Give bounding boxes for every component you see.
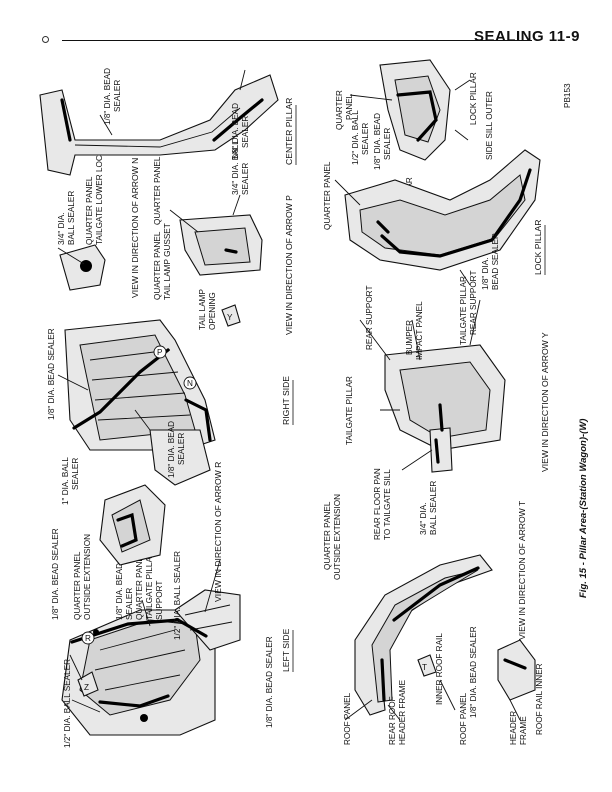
label-roof-panel-a: ROOF PANEL [343,692,352,745]
label-qp-ext-t-a: QUARTER PANEL [323,501,332,570]
label-ball-3-4-a1: 3/4" DIA. [57,213,66,246]
header-rule [62,40,532,41]
label-bead-cp-1: 1/8" DIA. BEAD [103,68,112,125]
label-qp-tail-b: TAILGATE PILLAR [145,551,154,620]
label-qp-tail-a: QUARTER PANEL [135,551,144,620]
tailgate-pillar-drawing [359,299,506,473]
label-tailgate-support-b: REAR SUPPORT [469,271,478,335]
label-bead-right-top: 1/8" DIA. BEAD SEALER [47,328,56,420]
label-rear-floor-a: REAR FLOOR PAN [373,468,382,540]
label-inner-roof-rail: INNER ROOF RAIL [435,633,444,705]
label-bead-cp-4: SEALER [241,116,250,148]
label-bead-left-top: 1/8" DIA. BEAD SEALER [51,528,60,620]
label-quarter-ext-b: OUTSIDE EXTENSION [83,534,92,620]
roof-frame-drawing: T [344,554,536,721]
label-quarter-ext-a: QUARTER PANEL [73,551,82,620]
label-rear-roof-a: REAR ROOF [388,696,397,745]
label-bead-t: 1/8" DIA. BEAD SEALER [469,626,478,718]
label-header-frame-b: FRAME [519,716,528,745]
label-bead-cp-2: SEALER [113,80,122,112]
view-arrow-y: VIEW IN DIRECTION OF ARROW Y [540,332,550,472]
label-quarter-lp-a: QUARTER [335,90,344,130]
view-right-side: RIGHT SIDE [281,376,291,425]
label-ball-1-2-a: 1/2" DIA. BALL SEALER [63,659,72,748]
view-arrow-p: VIEW IN DIRECTION OF ARROW P [284,195,294,335]
label-rear-floor-b: TO TAILGATE SILL [383,469,392,540]
label-tailgate-pillar: TAILGATE PILLAR [345,376,354,445]
label-ball-1-b: SEALER [71,458,80,490]
page-title: SEALING 11-9 [473,28,580,45]
label-rear-roof-b: HEADER FRAME [398,679,407,745]
label-header-frame-a: HEADER [509,711,518,745]
label-roof-rail-inner: ROOF RAIL INNER [535,663,544,735]
view-left-side: LEFT SIDE [281,628,291,672]
label-bead-lp-2: SEALER [383,128,392,160]
label-bead-c2: SEALER [125,588,134,620]
label-bead-c1: 1/8" DIA. BEAD [115,563,124,620]
label-bead-y-b: BEAD SEALER [491,233,500,290]
label-qp-lower-lock-b: TAILGATE LOWER LOCK [95,149,104,245]
label-qp-n: QUARTER PANEL [153,156,162,225]
arrow-letter-y: Y [227,313,233,322]
label-ball-3-4-b1: 3/4" DIA. BALL [231,140,240,195]
view-arrow-t: VIEW IN DIRECTION OF ARROW T [517,500,527,640]
label-bead-lp-1: 1/8" DIA. BEAD [373,113,382,170]
label-bead-cp-3: 1/8" DIA. BEAD [231,103,240,160]
label-qp-tail-c: SUPPORT [155,581,164,620]
label-quarter-lp-b: PANEL [345,93,354,120]
label-ball-y-b: BALL SEALER [429,481,438,535]
right-side-drawing: P N [57,319,216,486]
label-tail-lamp-a: TAIL LAMP [198,289,207,330]
label-ball-1-2-b: 1/2" DIA. BALL SEALER [173,551,182,640]
lock-pillar-drawing [349,59,471,161]
label-ball-3-4-b2: SEALER [241,163,250,195]
label-bumper-a: BUMPER [405,320,414,355]
quarter-panel-drawing [334,149,541,286]
binder-hole [42,36,49,43]
label-qp-lower-lock-a: QUARTER PANEL [85,176,94,245]
arrow-letter-r: R [85,634,91,643]
label-tail-lamp-b: OPENING [208,292,217,330]
label-bead-right-b: SEALER [177,433,186,465]
view-center-pillar: CENTER PILLAR [284,98,294,165]
lower-lock-detail [57,244,106,291]
label-bead-left-bottom: 1/8" DIA. BEAD SEALER [265,636,274,728]
arrow-letter-p: P [157,348,163,357]
tail-lamp-gusset-detail: Y [169,194,263,327]
ref-code: PB153 [563,83,572,108]
arrow-letter-t: T [422,663,427,672]
figure-caption: Fig. 15 - Pillar Area-(Station Wagon)-(W… [578,419,589,598]
label-qp-ext-t-b: OUTSIDE EXTENSION [333,494,342,580]
label-ball-lp-2: SEALER [361,123,370,155]
label-bumper-b: IMPACT PANEL [415,301,424,360]
ball-sealer-detail [99,484,166,566]
label-lock-pillar-1: LOCK PILLAR [469,72,478,125]
arrow-letter-n: N [187,379,193,388]
label-ball-lp-1: 1/2" DIA. BALL [351,110,360,165]
label-side-sill: SIDE SILL OUTER [485,91,494,160]
label-tailgate-support-a: TAILGATE PILLAR [459,276,468,345]
label-quarter-panel-lp: QUARTER PANEL [323,161,332,230]
arrow-letter-z: Z [84,683,89,692]
label-rear-support: REAR SUPPORT [365,286,374,350]
view-lock-pillar: LOCK PILLAR [533,220,543,275]
label-bead-y-a: 1/8" DIA. [481,258,490,291]
label-qp-gusset-a: QUARTER PANEL [153,231,162,300]
label-ball-1-a: 1" DIA. BALL [61,457,70,505]
view-arrow-n: VIEW IN DIRECTION OF ARROW N [130,158,140,298]
center-pillar-drawing [39,69,279,176]
left-side-drawing: R Z [61,559,241,736]
view-arrow-r: VIEW IN DIRECTION OF ARROW R [213,462,223,602]
label-qp-gusset-b: TAIL LAMP GUSSET [163,223,172,300]
label-roof-panel-b: ROOF PANEL [459,692,468,745]
label-bead-right-a: 1/8" DIA. BEAD [167,421,176,478]
label-ball-3-4-a2: BALL SEALER [67,191,76,245]
label-ball-y-a: 3/4" DIA. [419,503,428,536]
